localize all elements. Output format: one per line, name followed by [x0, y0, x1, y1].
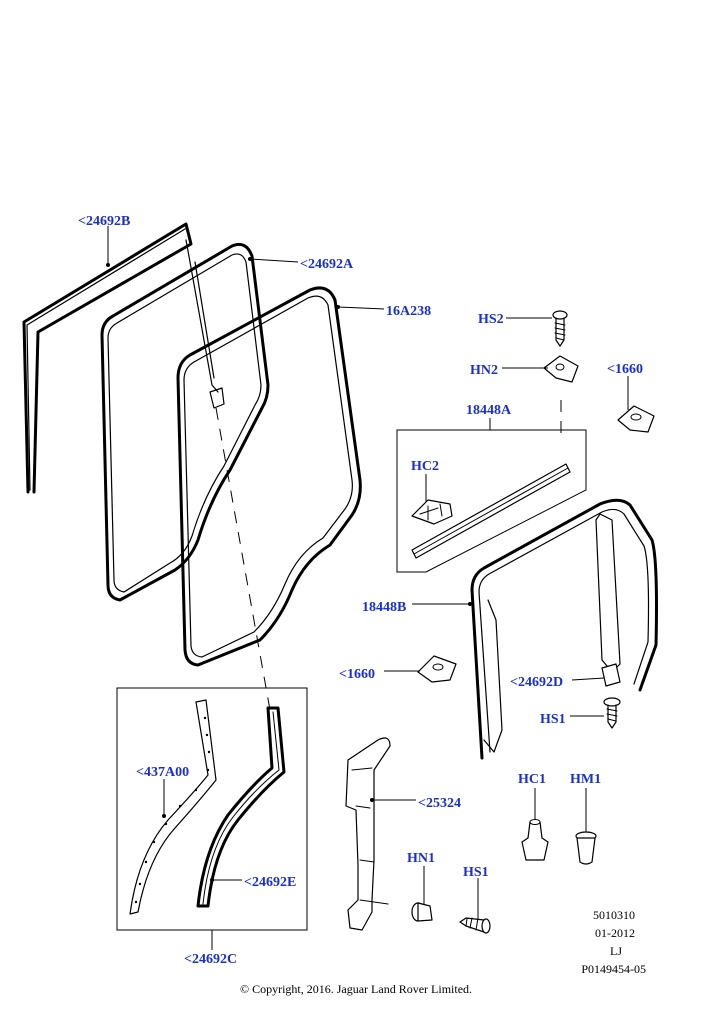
clip-1660-lower — [417, 655, 457, 683]
box-18448a — [396, 429, 587, 573]
leader-dot-18448b — [468, 602, 472, 606]
weatherstrip-24692b — [22, 222, 225, 494]
seal-24692e — [196, 706, 286, 908]
meta-line-3: LJ — [610, 944, 622, 958]
nut-hn1 — [411, 902, 433, 922]
trim-437a00 — [129, 699, 217, 915]
moulding-18448a — [411, 463, 571, 559]
screw-hs1-lower — [459, 917, 491, 934]
seal-16a238 — [176, 286, 362, 667]
clip-hn2 — [543, 355, 579, 383]
leader-dot-24692e — [210, 878, 214, 882]
leader-16a238 — [337, 306, 385, 310]
callout-24692d[interactable]: <24692D — [510, 675, 563, 690]
leader-24692d — [571, 677, 605, 681]
seal-24692d — [601, 663, 621, 687]
screw-hs1-upper — [603, 697, 621, 729]
clip-hc1 — [521, 819, 549, 861]
callout-16a238[interactable]: 16A238 — [386, 304, 431, 319]
meta-line-1: 5010310 — [593, 908, 635, 922]
leader-dot-16a238 — [336, 305, 340, 309]
callout-24692e[interactable]: <24692E — [244, 875, 296, 890]
leader-dot-437a00 — [162, 814, 166, 818]
callout-1660-upper[interactable]: <1660 — [607, 362, 643, 377]
screw-hs2 — [552, 310, 568, 347]
callout-25324[interactable]: <25324 — [418, 796, 461, 811]
leader-dot-25324 — [370, 798, 374, 802]
callout-1660-lower[interactable]: <1660 — [339, 667, 375, 682]
callout-hm1[interactable]: HM1 — [570, 772, 601, 787]
callout-24692a[interactable]: <24692A — [300, 257, 354, 272]
callout-24692c[interactable]: <24692C — [184, 952, 237, 967]
clip-hc2 — [411, 499, 453, 525]
callout-437a00[interactable]: <437A00 — [136, 765, 189, 780]
callout-hn1[interactable]: HN1 — [407, 851, 435, 866]
leader-dot-24692a — [248, 257, 252, 261]
bracket-25324 — [345, 737, 391, 931]
callout-24692b[interactable]: <24692B — [78, 214, 130, 229]
callout-hs1-upper[interactable]: HS1 — [540, 712, 566, 727]
leader-24692a — [249, 258, 299, 263]
clip-1660-upper — [617, 405, 655, 433]
callout-hs2[interactable]: HS2 — [478, 312, 504, 327]
copyright-text: © Copyright, 2016. Jaguar Land Rover Lim… — [240, 982, 472, 996]
callout-18448b[interactable]: 18448B — [362, 600, 406, 615]
alignment-dash-line — [215, 407, 271, 711]
seal-24692a — [100, 242, 270, 602]
grommet-hm1 — [575, 831, 597, 865]
callout-18448a[interactable]: 18448A — [466, 403, 512, 418]
meta-line-2: 01-2012 — [595, 926, 635, 940]
callout-hc1[interactable]: HC1 — [518, 772, 546, 787]
callout-hs1-lower[interactable]: HS1 — [463, 865, 489, 880]
meta-line-4: P0149454-05 — [581, 962, 646, 976]
leader-dot-24692b — [106, 263, 110, 267]
callout-hn2[interactable]: HN2 — [470, 363, 498, 378]
callout-hc2[interactable]: HC2 — [411, 459, 439, 474]
